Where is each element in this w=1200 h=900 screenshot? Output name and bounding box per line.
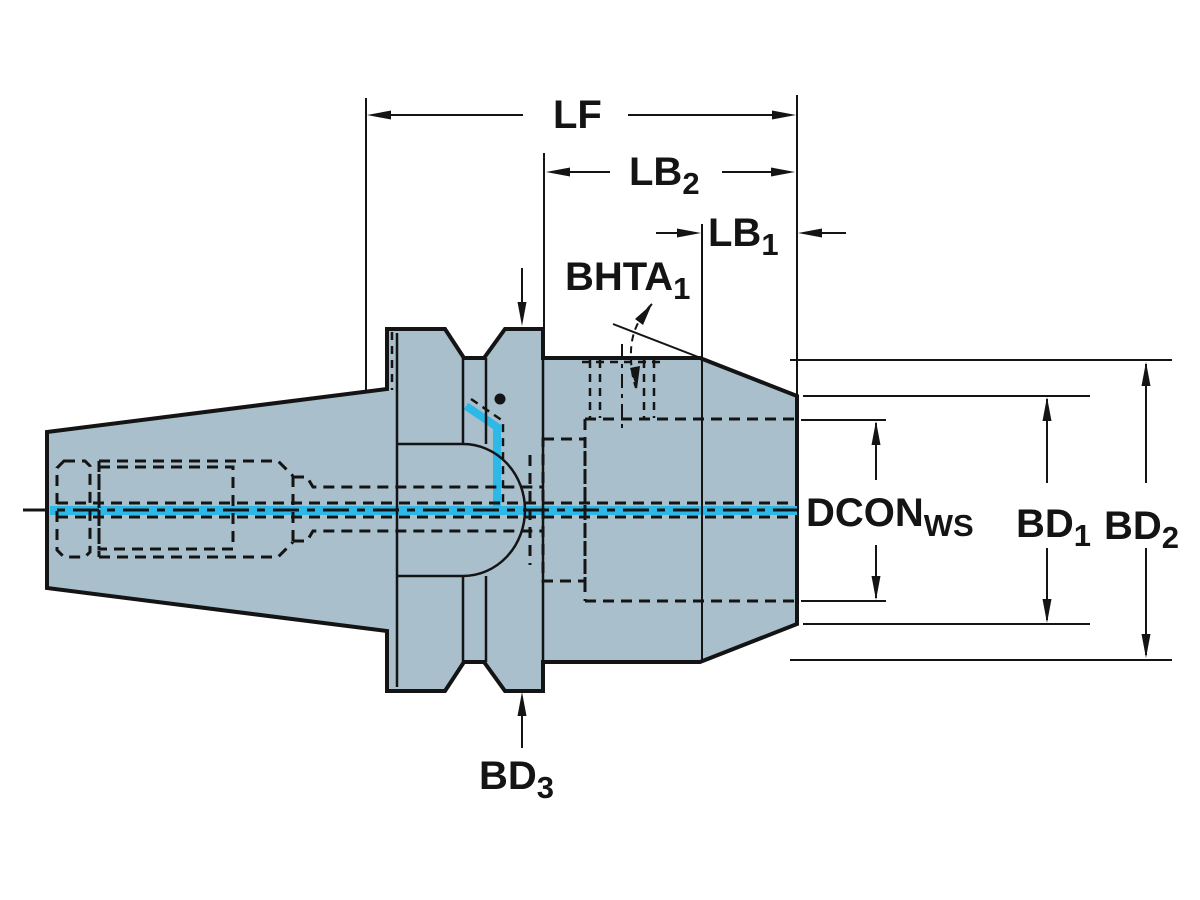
coolant-flange-duct: [463, 402, 501, 512]
dimension-dconws: DCONWS: [801, 419, 974, 602]
label-dconws: DCONWS: [806, 491, 974, 543]
lb2-arrow-left: [546, 167, 570, 177]
dimension-bhta1: BHTA1: [565, 255, 738, 389]
lb2-arrow-right: [771, 167, 795, 177]
lb1-arrow-right: [798, 228, 822, 238]
label-bd3: BD3: [479, 754, 554, 805]
label-lf: LF: [553, 93, 602, 137]
lb1-arrow-left: [677, 228, 701, 238]
taper-bore-rect-a: [55, 459, 92, 559]
dconws-arrow-up: [871, 421, 881, 445]
dimension-bd1: BD1: [803, 395, 1091, 625]
label-lb1: LB1: [708, 211, 779, 262]
bd3-pointer-arrow: [517, 692, 527, 716]
taper-bore-outer-top: [99, 459, 295, 478]
dimension-bd2: BD2: [790, 359, 1179, 661]
tool-holder-part: [23, 327, 802, 693]
dimension-bd3: BD3: [479, 268, 554, 805]
bore-channel-top: [293, 475, 543, 489]
label-bhta1: BHTA1: [565, 255, 690, 306]
dimension-lf: LF: [365, 93, 798, 396]
flange-top-pointer-arrow: [517, 302, 527, 326]
taper-bore-outer-bottom: [99, 540, 295, 559]
coolant-hole-dot: [494, 393, 506, 405]
label-bd1: BD1: [1016, 502, 1091, 553]
dconws-arrow-down: [871, 576, 881, 600]
dimension-lb2: LB2: [543, 150, 795, 329]
bhta1-arrow-bottom: [630, 366, 640, 389]
dimension-lb1: LB1: [656, 211, 846, 662]
bd1-arrow-down: [1042, 599, 1052, 623]
bore-channel-bottom: [293, 529, 543, 543]
bd2-arrow-down: [1141, 634, 1151, 658]
center-lines: [23, 344, 802, 512]
bhta1-chamfer-extension: [612, 323, 738, 373]
label-lb2: LB2: [629, 150, 700, 201]
bhta1-arrow-top: [635, 304, 652, 325]
hidden-lines: [55, 332, 797, 603]
lf-arrow-right: [772, 110, 796, 120]
label-bd2: BD2: [1104, 504, 1179, 555]
bd1-arrow-up: [1042, 397, 1052, 421]
lf-arrow-left: [367, 110, 391, 120]
bd2-arrow-up: [1141, 362, 1151, 386]
